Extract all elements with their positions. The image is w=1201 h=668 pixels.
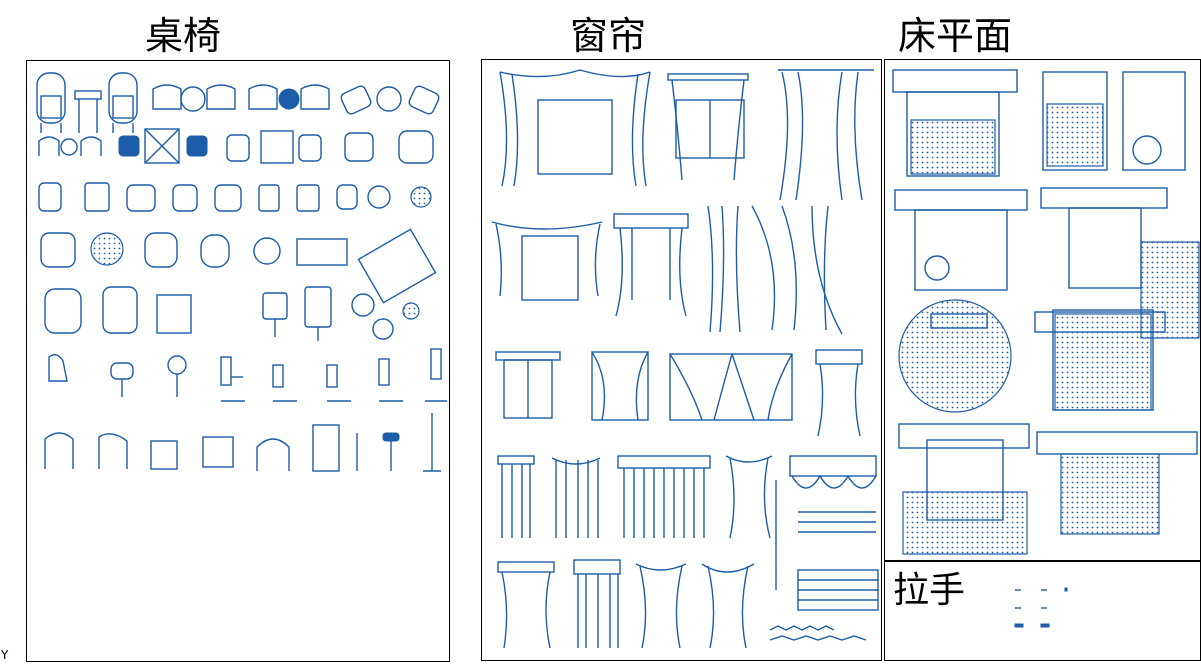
curtain-blocks-drawing — [491, 69, 879, 649]
curtain-block — [591, 351, 649, 421]
curtain-block — [707, 205, 741, 333]
curtain-block — [667, 73, 749, 181]
curtain-block — [491, 221, 603, 301]
curtain-block — [497, 455, 535, 538]
y-axis-marker: Y — [1, 648, 9, 662]
bed-plan-block — [1122, 71, 1186, 171]
curtains-panel[interactable] — [481, 59, 882, 661]
chair-blocks-drawing — [36, 72, 447, 472]
handle-blocks-drawing — [1014, 587, 1068, 628]
bed-plan-block — [1042, 71, 1108, 171]
handles-panel[interactable]: 拉手 — [884, 561, 1201, 661]
curtains-section-title: 窗帘 — [570, 14, 647, 58]
curtain-block — [701, 563, 755, 649]
blind-block — [775, 455, 877, 590]
office-chair-row — [48, 348, 447, 402]
curtain-block — [613, 213, 689, 317]
upholstered-chair-row — [40, 228, 437, 320]
curtain-block — [497, 561, 555, 649]
bed-plan-block — [898, 423, 1030, 555]
curtain-block — [751, 205, 843, 335]
curtain-block — [635, 563, 687, 649]
curtain-block — [617, 455, 711, 538]
bed-plan-block — [1034, 309, 1166, 411]
curtain-block — [778, 69, 874, 201]
bed-blocks-drawing — [892, 69, 1200, 555]
small-chair-row — [38, 182, 432, 212]
beds-panel[interactable] — [884, 59, 1201, 561]
armchair-plan-block — [152, 84, 330, 112]
armchair-front-row — [44, 286, 394, 341]
curtain-block — [499, 69, 651, 187]
curtain-block — [815, 349, 863, 437]
bed-plan-block — [892, 69, 1018, 177]
chair-plan-row — [38, 128, 434, 164]
curtain-block — [495, 351, 561, 419]
bed-plan-block — [894, 189, 1028, 291]
chair-block — [108, 72, 138, 133]
rotated-chair-block — [340, 85, 440, 115]
side-chair-row — [44, 413, 441, 472]
table-block — [74, 90, 102, 133]
chairs-panel[interactable] — [26, 60, 450, 662]
round-bed-block — [898, 299, 1012, 413]
curtain-block — [551, 457, 601, 538]
bed-plan-block — [1036, 431, 1198, 535]
curtain-block — [573, 559, 621, 648]
chairs-section-title: 桌椅 — [145, 14, 222, 58]
curtain-block — [669, 353, 793, 421]
handles-section-title: 拉手 — [893, 570, 966, 611]
chair-block — [36, 72, 66, 133]
blind-block — [769, 569, 879, 641]
curtain-block — [725, 455, 773, 539]
beds-section-title: 床平面 — [898, 14, 1013, 58]
